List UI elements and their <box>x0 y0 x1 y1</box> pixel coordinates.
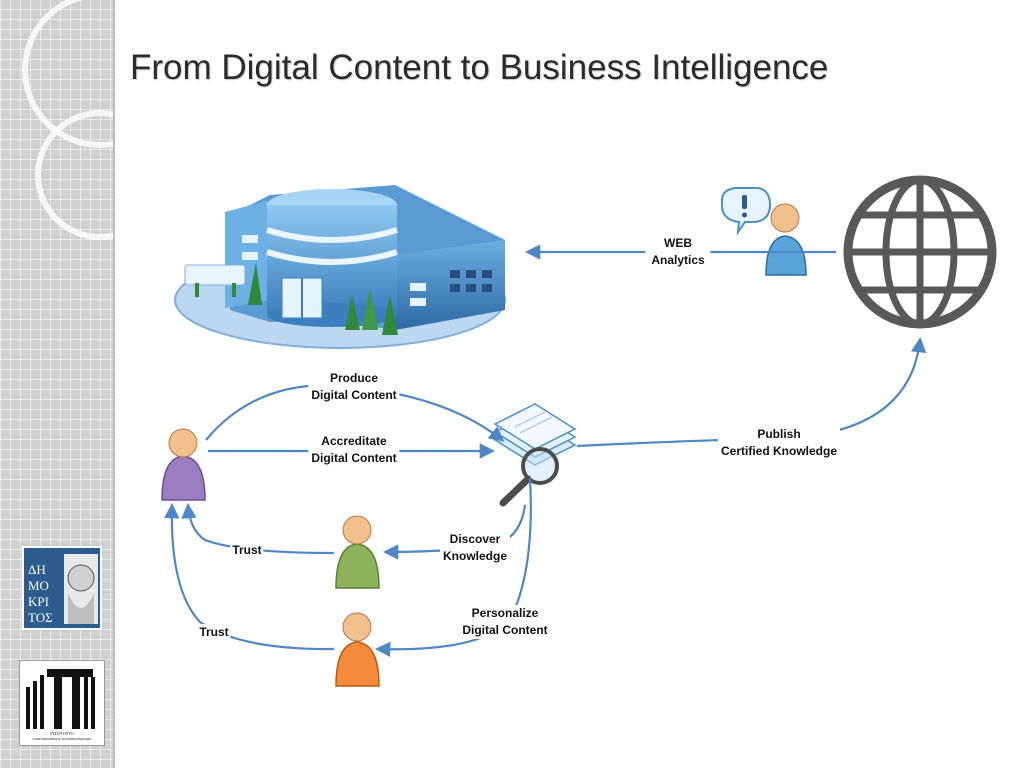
svg-text:ΙΝΣΤΙΤΟΥΤΟ: ΙΝΣΤΙΤΟΥΤΟ <box>50 731 74 736</box>
discover-label: Discover Knowledge <box>439 531 511 565</box>
demokritos-logo-art: ΔΗ ΜΟ ΚΡΙ ΤΟΣ <box>28 554 98 625</box>
customer-person-icon <box>335 612 380 687</box>
trust-upper-arrow <box>181 502 335 555</box>
globe-icon <box>843 175 997 329</box>
personalize-label: Personalize Digital Content <box>459 605 551 639</box>
accreditate-label: Accreditate Digital Content <box>308 433 400 467</box>
demokritos-logo: ΔΗ ΜΟ ΚΡΙ ΤΟΣ <box>22 546 102 630</box>
producer-person-icon <box>161 428 206 501</box>
svg-text:ΠΛΗΡΟΦΟΡΙΚΗΣ & ΤΗΛΕΠΙΚΟΙΝΩΝΙΩΝ: ΠΛΗΡΟΦΟΡΙΚΗΣ & ΤΗΛΕΠΙΚΟΙΝΩΝΙΩΝ <box>33 737 93 741</box>
svg-text:ΤΟΣ: ΤΟΣ <box>28 610 53 625</box>
trust-lower-label: Trust <box>197 624 231 641</box>
trust-lower-arrow <box>164 502 335 651</box>
produce-label: Produce Digital Content <box>308 370 400 404</box>
web-analytics-label: WEB Analytics <box>645 235 711 269</box>
decorative-sidebar <box>0 0 115 768</box>
svg-text:ΚΡΙ: ΚΡΙ <box>28 594 49 609</box>
documents-search-icon <box>493 403 577 507</box>
iit-logo: ΙΝΣΤΙΤΟΥΤΟ ΠΛΗΡΟΦΟΡΙΚΗΣ & ΤΗΛΕΠΙΚΟΙΝΩΝΙΩ… <box>19 660 105 746</box>
svg-text:ΔΗ: ΔΗ <box>28 562 46 577</box>
publish-label: Publish Certified Knowledge <box>717 426 841 460</box>
consumer-person-icon <box>335 515 380 589</box>
svg-text:ΜΟ: ΜΟ <box>28 578 49 593</box>
iit-logo-art: ΙΝΣΤΙΤΟΥΤΟ ΠΛΗΡΟΦΟΡΙΚΗΣ & ΤΗΛΕΠΙΚΟΙΝΩΝΙΩ… <box>26 669 95 741</box>
analyst-person-icon <box>721 187 807 276</box>
building-icon <box>174 185 506 349</box>
trust-upper-label: Trust <box>230 542 264 559</box>
decorative-circles <box>22 0 113 240</box>
slide-title: From Digital Content to Business Intelli… <box>130 48 829 87</box>
